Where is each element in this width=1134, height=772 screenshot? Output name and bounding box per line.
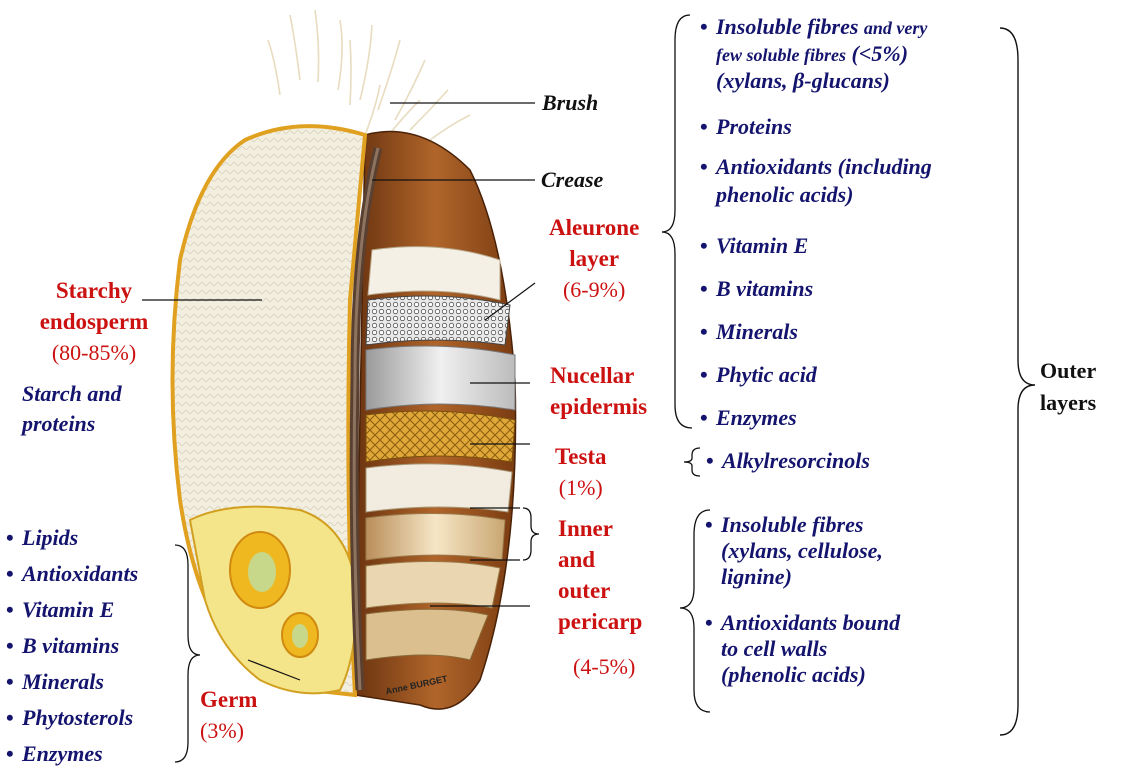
pericarp-fibres-2: (xylans, cellulose, [705, 538, 900, 564]
outer-item-enzymes: Enzymes [700, 396, 817, 439]
fibres-line-1a: Insoluble fibres [716, 14, 858, 39]
testa-name: Testa [555, 441, 607, 472]
outer-list-item-proteins: Proteins [700, 112, 792, 142]
nucellar-name-1: Nucellar [550, 360, 647, 391]
germ-item-b-vitamins: B vitamins [6, 628, 138, 664]
germ-item-vitamin-e: Vitamin E [6, 592, 138, 628]
pericarp-fibres-1: Insoluble fibres [721, 512, 863, 537]
brush-hairs [268, 10, 470, 140]
testa-item-alkylresorcinols: Alkylresorcinols [706, 446, 870, 476]
layer-nucellar-epidermis [366, 346, 515, 410]
layer-epidermis [366, 609, 488, 660]
outer-list-item-fibres: • Insoluble fibres and very few soluble … [700, 14, 927, 94]
germ-embryo-axis [248, 552, 276, 592]
starchy-name-1: Starchy [22, 275, 166, 306]
fibres-line-2a: few soluble fibres [716, 45, 846, 65]
antioxidants-line-2: phenolic acids) [700, 181, 932, 209]
aleurone-name-2: layer [549, 243, 639, 274]
nucellar-epidermis-label: Nucellar epidermis [550, 360, 647, 422]
outer-layers-2: layers [1040, 387, 1096, 419]
pericarp-label: Inner and outer pericarp [558, 513, 642, 637]
germ-item-minerals: Minerals [6, 664, 138, 700]
pericarp-name-1: Inner [558, 513, 642, 544]
starchy-desc-1: Starch and [22, 379, 122, 409]
nucellar-name-2: epidermis [550, 391, 647, 422]
pericarp-bound-2: to cell walls [705, 636, 900, 662]
outer-item-phytic-acid: Phytic acid [700, 353, 817, 396]
pericarp-bracket [523, 508, 539, 560]
starchy-name-2: endosperm [22, 306, 166, 337]
pericarp-component-list: • Insoluble fibres (xylans, cellulose, l… [705, 512, 900, 688]
aleurone-name-1: Aleurone [549, 212, 639, 243]
pericarp-name-2: and [558, 544, 642, 575]
testa-label: Testa (1%) [555, 441, 607, 503]
germ-percent: (3%) [200, 715, 257, 746]
starchy-percent: (80-85%) [22, 337, 166, 368]
testa-percent: (1%) [555, 472, 607, 503]
pericarp-percent: (4-5%) [573, 651, 635, 682]
fibres-line-3: (xylans, β-glucans) [700, 68, 927, 94]
aleurone-label: Aleurone layer (6-9%) [549, 212, 639, 305]
outer-item-vitamin-e: Vitamin E [700, 224, 817, 267]
outer-list-item-antioxidants: • Antioxidants (including phenolic acids… [700, 153, 932, 209]
pericarp-bound-3: (phenolic acids) [705, 662, 900, 688]
aleurone-percent: (6-9%) [549, 274, 639, 305]
starchy-description: Starch and proteins [22, 379, 122, 439]
outer-layers-1: Outer [1040, 355, 1096, 387]
layer-inner-pericarp [366, 464, 512, 512]
crease-label: Crease [541, 167, 603, 193]
germ-item-enzymes: Enzymes [6, 736, 138, 772]
outer-item-minerals: Minerals [700, 310, 817, 353]
starchy-endosperm-label: Starchy endosperm (80-85%) [22, 275, 166, 368]
outer-layers-bracket [1000, 28, 1035, 735]
starchy-desc-2: proteins [22, 409, 122, 439]
pericarp-bound-1: Antioxidants bound [721, 610, 900, 635]
germ-item-antioxidants: Antioxidants [6, 556, 138, 592]
outer-list-bracket [662, 15, 692, 428]
testa-list-bracket [684, 448, 700, 476]
germ-label: Germ (3%) [200, 684, 257, 746]
layer-outer-pericarp [366, 561, 500, 608]
germ-component-list: Lipids Antioxidants Vitamin E B vitamins… [6, 520, 138, 772]
pericarp-fibres-3: lignine) [705, 564, 900, 590]
layer-tube-cells [366, 513, 505, 560]
fibres-line-1b: and very [864, 18, 927, 38]
layer-testa [366, 411, 515, 462]
pericarp-name-4: pericarp [558, 606, 642, 637]
fibres-line-2b: (<5%) [852, 41, 909, 66]
outer-list-rest: Vitamin E B vitamins Minerals Phytic aci… [700, 224, 817, 439]
outer-item-proteins: Proteins [700, 112, 792, 142]
pericarp-name-3: outer [558, 575, 642, 606]
germ-name: Germ [200, 684, 257, 715]
outer-item-b-vitamins: B vitamins [700, 267, 817, 310]
antioxidants-line-1: Antioxidants (including [716, 154, 932, 179]
germ-root-tip [292, 624, 308, 648]
outer-layers-label: Outer layers [1040, 355, 1096, 419]
testa-component-list: Alkylresorcinols [706, 446, 870, 476]
layer-aleurone [366, 296, 510, 345]
germ-item-phytosterols: Phytosterols [6, 700, 138, 736]
germ-item-lipids: Lipids [6, 520, 138, 556]
brush-label: Brush [542, 90, 598, 116]
